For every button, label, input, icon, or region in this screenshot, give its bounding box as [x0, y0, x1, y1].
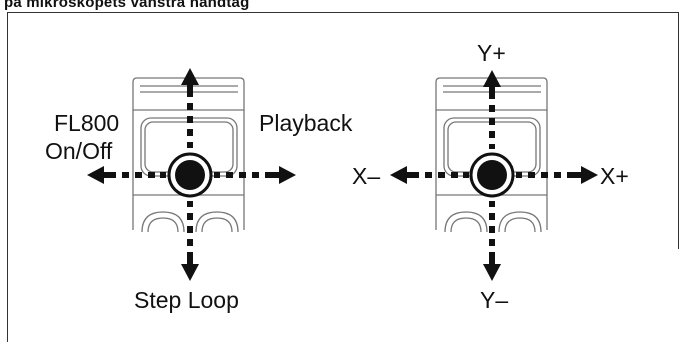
right-stick — [469, 152, 515, 198]
label-x-plus: X+ — [600, 163, 629, 189]
label-fl800: FL800 — [54, 110, 120, 136]
figure-frame — [7, 12, 679, 249]
left-arrow-left — [87, 166, 166, 184]
left-stick — [167, 152, 213, 198]
left-arrow-up — [181, 68, 199, 148]
right-arrow-right — [516, 166, 598, 184]
frame-left-edge — [7, 248, 8, 342]
right-arrow-down — [483, 201, 501, 281]
label-x-minus: X– — [352, 163, 381, 189]
left-arrow-right — [214, 166, 296, 184]
label-step-loop: Step Loop — [134, 287, 239, 313]
label-playback: Playback — [259, 110, 353, 136]
left-arrow-down — [181, 201, 199, 281]
label-on-off: On/Off — [45, 138, 113, 164]
label-y-plus: Y+ — [477, 40, 506, 66]
left-handle-outline — [132, 77, 245, 233]
header-title: på mikroskopets vänstra handtag — [4, 0, 250, 11]
right-arrow-left — [390, 166, 469, 184]
label-y-minus: Y– — [480, 287, 509, 313]
right-arrow-up — [483, 70, 501, 149]
